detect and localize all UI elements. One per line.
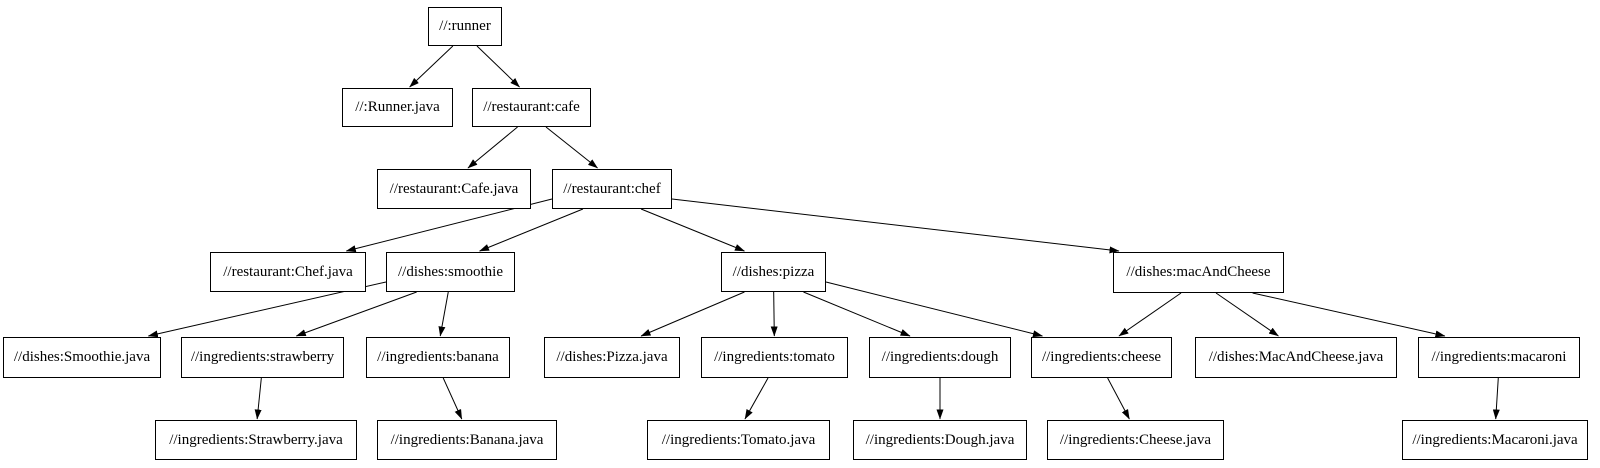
edge-runner-to-runner_java: [409, 45, 454, 88]
graph-node-macandcheese: //dishes:macAndCheese: [1113, 252, 1284, 293]
graph-node-cafe_java: //restaurant:Cafe.java: [377, 169, 531, 209]
graph-node-strawberry_java: //ingredients:Strawberry.java: [155, 420, 357, 460]
edge-macandcheese-to-macaroni: [1252, 292, 1446, 338]
edge-macaroni-to-macaroni_java: [1492, 377, 1500, 420]
graph-node-tomato_java: //ingredients:Tomato.java: [647, 420, 830, 460]
edge-banana-to-banana_java: [442, 377, 463, 420]
graph-node-pizza_java: //dishes:Pizza.java: [544, 337, 680, 378]
graph-node-tomato: //ingredients:tomato: [701, 337, 848, 378]
graph-node-dough_java: //ingredients:Dough.java: [853, 420, 1027, 460]
edge-cheese-to-cheese_java: [1107, 377, 1130, 420]
edge-macandcheese-to-cheese: [1118, 292, 1182, 337]
graph-node-pizza: //dishes:pizza: [721, 252, 826, 292]
edge-smoothie-to-strawberry: [295, 291, 417, 337]
graph-node-runner: //:runner: [428, 7, 502, 46]
graph-node-macaroni: //ingredients:macaroni: [1418, 337, 1580, 378]
edge-cafe-to-cafe_java: [467, 126, 518, 169]
edge-strawberry-to-strawberry_java: [254, 377, 262, 420]
graph-node-dough: //ingredients:dough: [869, 337, 1011, 378]
edge-pizza-to-cheese: [825, 281, 1043, 338]
graph-node-banana: //ingredients:banana: [366, 337, 510, 378]
edge-tomato-to-tomato_java: [744, 377, 769, 420]
edge-chef-to-smoothie: [479, 208, 584, 252]
graph-node-chef_java: //restaurant:Chef.java: [210, 252, 366, 292]
edge-runner-to-cafe: [476, 45, 520, 88]
graph-node-cheese_java: //ingredients:Cheese.java: [1047, 420, 1224, 460]
graph-node-macandcheese_java: //dishes:MacAndCheese.java: [1195, 337, 1397, 378]
graph-node-smoothie: //dishes:smoothie: [386, 252, 515, 292]
edge-pizza-to-tomato: [770, 291, 778, 337]
edge-chef-to-pizza: [640, 208, 745, 252]
graph-node-runner_java: //:Runner.java: [342, 88, 453, 127]
graph-node-smoothie_java: //dishes:Smoothie.java: [3, 337, 161, 378]
graph-node-strawberry: //ingredients:strawberry: [181, 337, 344, 378]
graph-node-cafe: //restaurant:cafe: [472, 88, 591, 127]
edge-smoothie-to-banana: [438, 291, 449, 337]
edge-cafe-to-chef: [545, 126, 598, 169]
graph-node-banana_java: //ingredients:Banana.java: [377, 420, 557, 460]
edge-macandcheese-to-macandcheese_java: [1215, 292, 1279, 337]
graph-node-cheese: //ingredients:cheese: [1031, 337, 1172, 378]
graph-node-chef: //restaurant:chef: [552, 169, 672, 209]
edge-pizza-to-pizza_java: [640, 291, 745, 337]
edge-chef-to-macandcheese: [671, 198, 1120, 254]
graph-node-macaroni_java: //ingredients:Macaroni.java: [1402, 420, 1588, 460]
edge-pizza-to-dough: [803, 291, 911, 337]
